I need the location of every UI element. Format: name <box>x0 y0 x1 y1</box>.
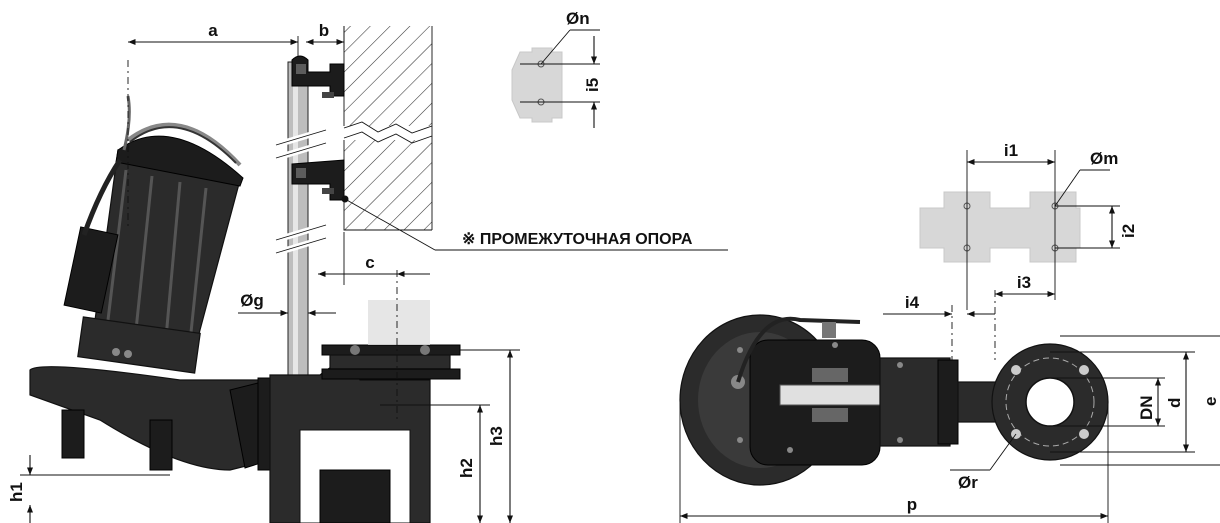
dim-h1: h1 <box>7 455 170 523</box>
dim-i1-label: i1 <box>1004 141 1018 160</box>
dim-p-label: p <box>907 495 917 514</box>
dim-h2-label: h2 <box>457 458 476 478</box>
dim-h3-label: h3 <box>487 426 506 446</box>
dim-dn: DN <box>1050 377 1165 427</box>
pump-top-view <box>679 314 999 486</box>
dim-h1-label: h1 <box>7 482 26 502</box>
wall <box>343 26 433 231</box>
dim-c: c <box>318 232 430 285</box>
intermediate-support-label: ※ ПРОМЕЖУТОЧНАЯ ОПОРА <box>462 231 693 248</box>
dim-a-label: a <box>208 21 218 40</box>
dim-g-label: Øg <box>240 291 264 310</box>
dim-n-label: Øn <box>566 9 590 28</box>
dim-dn-label: DN <box>1137 395 1156 420</box>
dim-d-label: d <box>1165 398 1184 408</box>
dim-b-label: b <box>319 21 329 40</box>
intermediate-bracket <box>291 159 349 203</box>
dim-e: e <box>1060 335 1220 466</box>
upper-bracket <box>291 55 345 98</box>
dim-r: Ør <box>950 433 1017 492</box>
dim-b: b <box>297 21 345 56</box>
dim-i1: i1 <box>967 141 1055 166</box>
dim-i4: i4 <box>883 290 996 360</box>
dim-c-label: c <box>365 253 374 272</box>
pump-motor <box>63 95 244 374</box>
discharge-flange <box>991 343 1109 461</box>
foundation-plate <box>919 150 1120 310</box>
dim-d: d <box>1050 351 1195 453</box>
dim-m-label: Øm <box>1090 149 1118 168</box>
dim-m: Øm <box>1054 149 1118 207</box>
dim-a: a <box>127 21 298 46</box>
dim-i3-label: i3 <box>1017 273 1031 292</box>
dim-e-label: e <box>1201 397 1220 406</box>
dim-g: Øg <box>238 291 336 317</box>
dim-i4-label: i4 <box>905 293 920 312</box>
duckfoot-bend <box>269 300 461 523</box>
dim-p: p <box>679 400 1109 523</box>
dim-h3: h3 <box>460 349 520 523</box>
intermediate-support-note: ※ ПРОМЕЖУТОЧНАЯ ОПОРА <box>344 198 728 251</box>
dim-h2: h2 <box>380 404 490 523</box>
dim-i2-label: i2 <box>1119 224 1138 238</box>
dim-i3: i3 <box>995 273 1055 298</box>
bracket-hole-pattern: Øn i5 <box>511 9 602 128</box>
dim-i2: i2 <box>1108 206 1138 248</box>
guide-rail <box>275 61 327 393</box>
dim-i5-label: i5 <box>583 78 602 92</box>
pump-volute <box>29 366 273 471</box>
dim-r-label: Ør <box>958 473 978 492</box>
